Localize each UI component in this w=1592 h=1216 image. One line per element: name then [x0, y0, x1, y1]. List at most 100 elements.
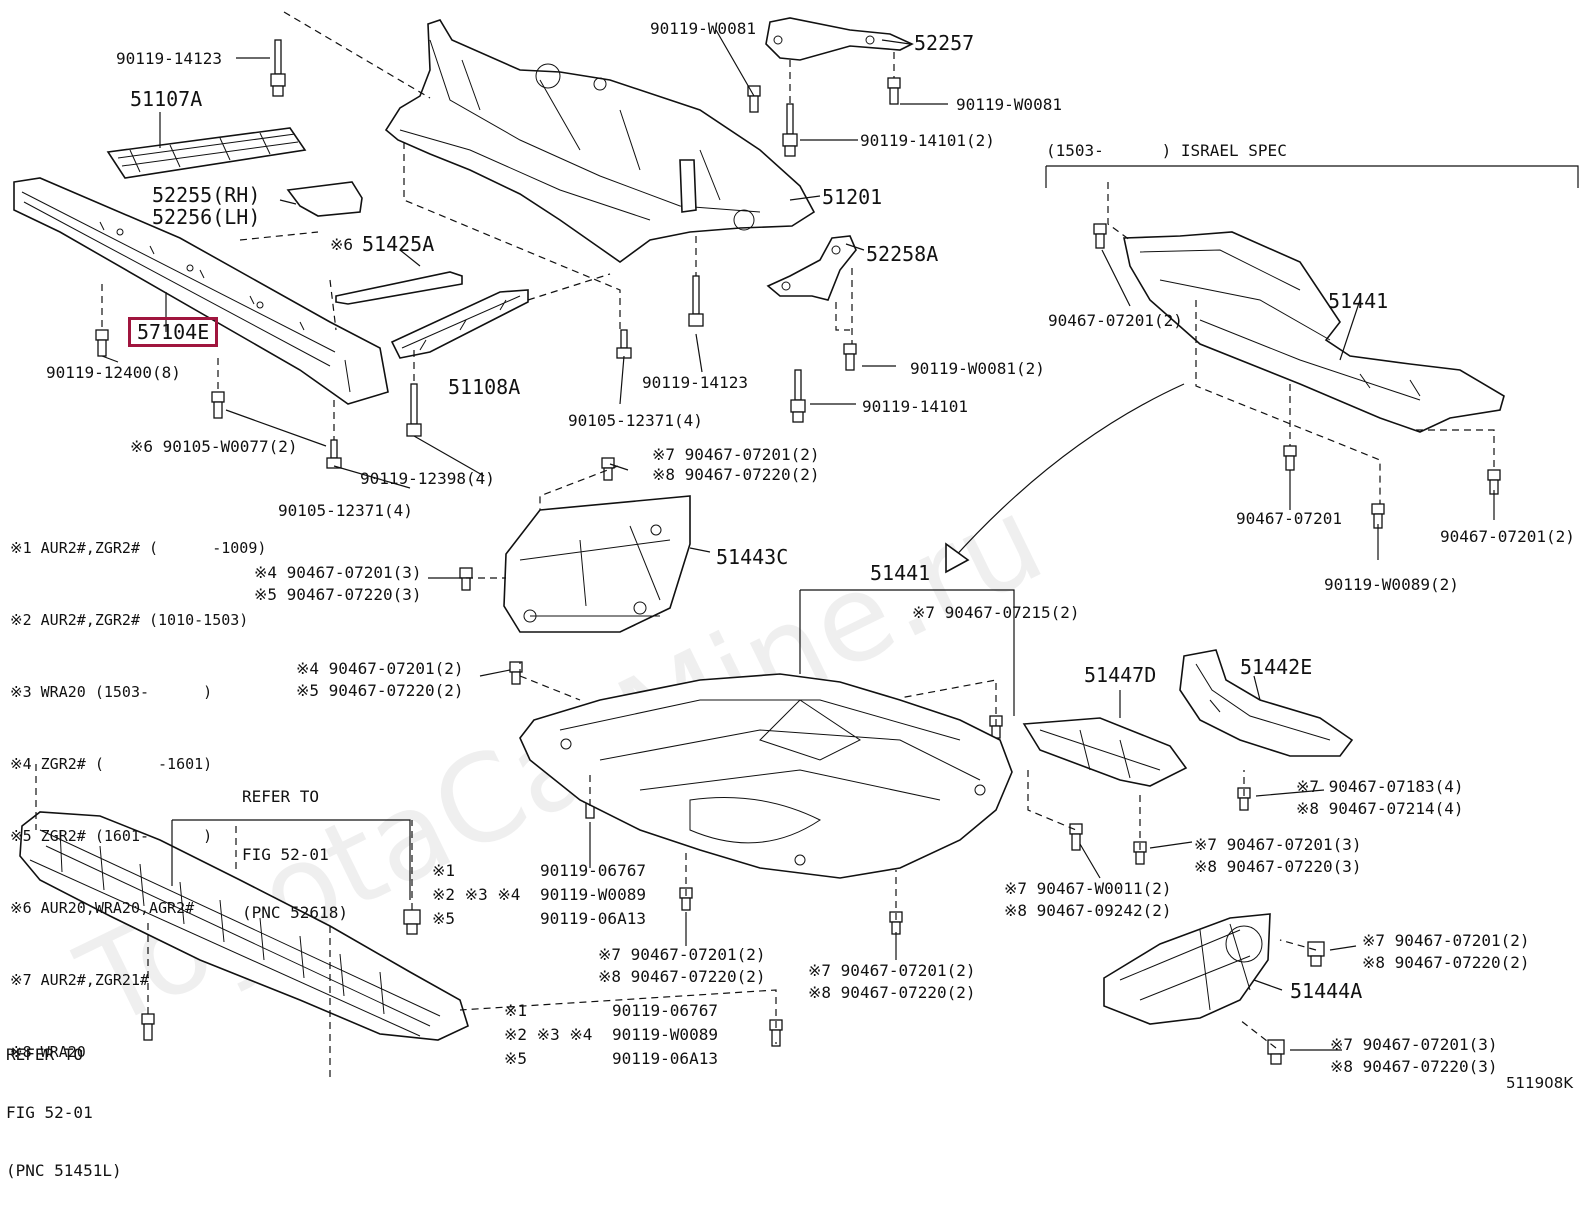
pnc-51444A: 51444A [1290, 979, 1363, 1003]
pnc-51447D: 51447D [1084, 663, 1157, 687]
pnc-52257: 52257 [914, 31, 975, 55]
label-90467-07201-2-c: 90467-07201(2) [1440, 527, 1575, 546]
label-c7-90467-07201-2-c: ※7 90467-07201(2) [808, 961, 976, 980]
label-90119-06A13-a: 90119-06A13 [540, 909, 646, 928]
refer-top-line3: (PNC 52618) [242, 903, 348, 922]
label-90467-07201-b: 90467-07201 [1236, 509, 1342, 528]
pnc-51441-main: 51441 [870, 561, 931, 585]
label-c8-90467-07214-4: ※8 90467-07214(4) [1296, 799, 1464, 818]
label-c2c3c4-left: ※2 ※3 ※4 [432, 885, 521, 904]
label-c8-90467-07220-2-c: ※8 90467-07220(2) [808, 983, 976, 1002]
label-c7-90467-07215-2: ※7 90467-07215(2) [912, 603, 1080, 622]
part-52257-shape [765, 17, 914, 61]
label-c8-90467-09242-2: ※8 90467-09242(2) [1004, 901, 1172, 920]
part-51442E-shape [1179, 649, 1354, 757]
part-51201-shape [384, 19, 816, 263]
refer-top-line1: REFER TO [242, 787, 320, 806]
refer-bottom-line3: (PNC 51451L) [6, 1161, 122, 1180]
label-90119-06A13-b: 90119-06A13 [612, 1049, 718, 1068]
label-90119-W0081-b: 90119-W0081 [956, 95, 1062, 114]
label-c2c3c4-bottom: ※2 ※3 ※4 [504, 1025, 593, 1044]
pnc-52256: 52256(LH) [152, 205, 261, 229]
label-c8-90467-07220-2: ※8 90467-07220(2) [652, 465, 820, 484]
part-51447D-shape [1022, 717, 1188, 787]
label-c4-90467-07201-3: ※4 90467-07201(3) [254, 563, 422, 582]
note-2: ※2 AUR2#,ZGR2# (1010-1503) [10, 611, 249, 629]
part-51441-main-shape [519, 673, 1013, 879]
label-c7-90467-07201-2-d: ※7 90467-07201(2) [1362, 931, 1530, 950]
part-lower-absorber-shape [19, 811, 469, 1041]
parts-diagram: ToyotaCarMine.ru [6, 11, 1579, 1180]
pnc-51201: 51201 [822, 185, 883, 209]
relation-arrow [951, 383, 1185, 561]
label-c7-90467-07201-3: ※7 90467-07201(3) [1194, 835, 1362, 854]
pnc-57104E-highlighted: 57104E [128, 317, 219, 347]
label-c5-90467-07220-2: ※5 90467-07220(2) [296, 681, 464, 700]
figure-code: 511908K [1506, 1074, 1574, 1092]
label-90467-07201-2-a: 90467-07201(2) [1048, 311, 1183, 330]
label-90105-12371-a: 90105-12371(4) [278, 501, 413, 520]
pnc-51442E: 51442E [1240, 655, 1313, 679]
pnc-51425A-note: ※6 [330, 235, 354, 254]
part-52255-shape [286, 181, 363, 217]
part-57104E-shape [13, 177, 389, 405]
label-90119-12400: 90119-12400(8) [46, 363, 181, 382]
part-51107A-shape [106, 127, 307, 179]
label-90119-14123-b: 90119-14123 [642, 373, 748, 392]
pnc-51441-israel: 51441 [1328, 289, 1389, 313]
label-c8-90467-07220-2-b: ※8 90467-07220(2) [598, 967, 766, 986]
label-90119-W0081-a: 90119-W0081 [650, 19, 756, 38]
part-52258A-shape [766, 235, 857, 301]
label-90119-06767-a: 90119-06767 [540, 861, 646, 880]
label-c8-90467-07220-3-b: ※8 90467-07220(3) [1330, 1057, 1498, 1076]
pnc-51443C: 51443C [716, 545, 789, 569]
note-7: ※7 AUR2#,ZGR21# [10, 971, 149, 989]
label-90105-W0077: ※6 90105-W0077(2) [130, 437, 298, 456]
relation-arrow-head [945, 542, 970, 574]
refer-to-fig-52618: REFER TO FIG 52-01 (PNC 52618) [242, 752, 348, 958]
label-90119-W0089-a: 90119-W0089 [540, 885, 646, 904]
label-c7-90467-07201-2-b: ※7 90467-07201(2) [598, 945, 766, 964]
part-51444A-shape [1103, 913, 1271, 1025]
part-51443C-shape [503, 495, 691, 633]
leader-lines [101, 29, 1495, 1051]
israel-spec-bracket [1045, 165, 1579, 188]
pnc-51108A: 51108A [448, 375, 521, 399]
label-90119-14101-a: 90119-14101(2) [860, 131, 995, 150]
refer-bottom-line1: REFER TO [6, 1045, 84, 1064]
diagram-drawing [13, 11, 1579, 1080]
pnc-51107A: 51107A [130, 87, 203, 111]
label-c7-90467-07201-3-b: ※7 90467-07201(3) [1330, 1035, 1498, 1054]
label-c1-bottom: ※1 [504, 1001, 528, 1020]
note-5: ※5 ZGR2# (1601- ) [10, 827, 213, 845]
label-90105-12371-b: 90105-12371(4) [568, 411, 703, 430]
label-90119-W0089-b: 90119-W0089 [612, 1025, 718, 1044]
label-c7-90467-07183-4: ※7 90467-07183(4) [1296, 777, 1464, 796]
label-90119-14101-b: 90119-14101 [862, 397, 968, 416]
note-8: ※8 WRA20 [10, 1043, 86, 1061]
note-1: ※1 AUR2#,ZGR2# ( -1009) [10, 539, 267, 557]
note-4: ※4 ZGR2# ( -1601) [10, 755, 213, 773]
label-c4-90467-07201-2: ※4 90467-07201(2) [296, 659, 464, 678]
label-c5-90467-07220-3: ※5 90467-07220(3) [254, 585, 422, 604]
label-c5-bottom: ※5 [504, 1049, 528, 1068]
label-90119-06767-b: 90119-06767 [612, 1001, 718, 1020]
pnc-51425A: 51425A [362, 232, 435, 256]
part-51425A-shape [335, 271, 463, 305]
label-c7-90467-W0011-2: ※7 90467-W0011(2) [1004, 879, 1172, 898]
label-c5-left: ※5 [432, 909, 456, 928]
pnc-52255: 52255(RH) [152, 183, 261, 207]
label-c8-90467-07220-3: ※8 90467-07220(3) [1194, 857, 1362, 876]
pnc-52258A: 52258A [866, 242, 939, 266]
label-90119-W0089-2: 90119-W0089(2) [1324, 575, 1459, 594]
label-90119-12398: 90119-12398(4) [360, 469, 495, 488]
part-51108A-shape [390, 289, 529, 359]
label-c8-90467-07220-2-d: ※8 90467-07220(2) [1362, 953, 1530, 972]
assembly-dashed-lines [35, 11, 1495, 1080]
applicability-notes: ※1 AUR2#,ZGR2# ( -1009) ※2 AUR2#,ZGR2# (… [10, 488, 266, 1112]
label-90119-W0081-c: 90119-W0081(2) [910, 359, 1045, 378]
refer-top-line2: FIG 52-01 [242, 845, 329, 864]
label-c7-90467-07201-2: ※7 90467-07201(2) [652, 445, 820, 464]
note-3: ※3 WRA20 (1503- ) [10, 683, 213, 701]
israel-spec-label: (1503- ) ISRAEL SPEC [1046, 141, 1287, 160]
